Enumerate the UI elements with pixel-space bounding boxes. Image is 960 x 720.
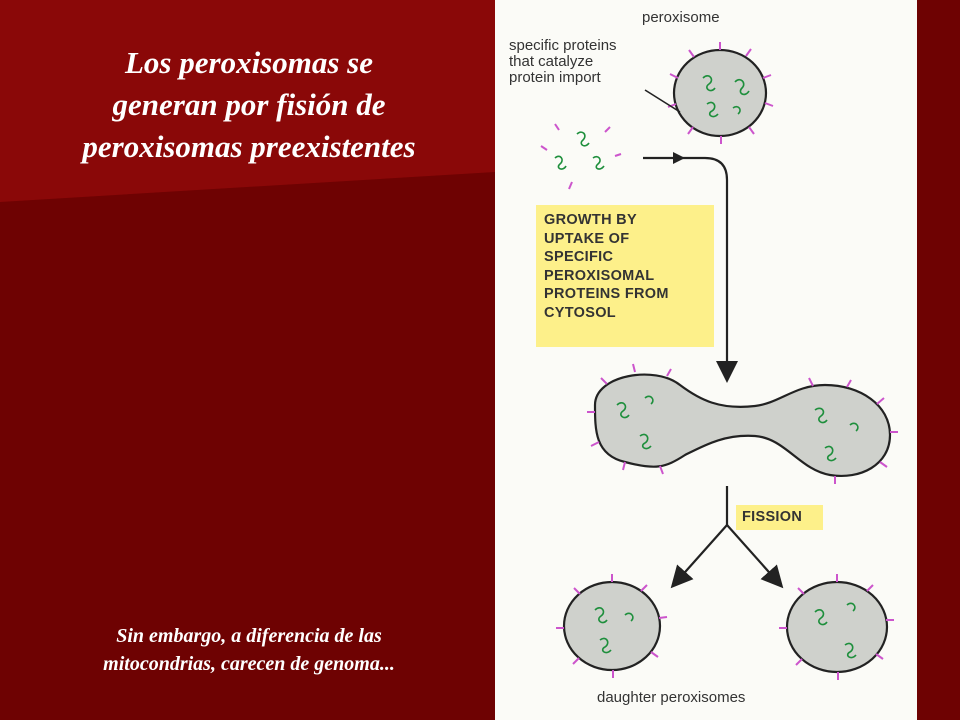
growth-callout: GROWTH BY UPTAKE OF SPECIFIC PEROXISOMAL… [536, 205, 714, 347]
footnote-line: Sin embargo, a diferencia de las [116, 625, 382, 647]
footnote-line: mitocondrias, carecen de genoma... [103, 653, 395, 675]
slide-footnote: Sin embargo, a diferencia de las mitocon… [20, 622, 478, 678]
import-proteins-label: specific proteins that catalyze protein … [509, 38, 617, 86]
growth-arrow [643, 156, 738, 383]
label-pointer [644, 89, 681, 113]
growth-callout-line: SPECIFIC [544, 249, 614, 265]
dividing-peroxisome [587, 363, 898, 484]
growth-callout-line: CYTOSOL [544, 304, 616, 321]
matrix-proteins [702, 75, 750, 118]
daughter-peroxisomes-label: daughter peroxisomes [597, 689, 746, 706]
peroxisome-fission-figure: peroxisome specific proteins that cataly… [495, 0, 917, 720]
parent-peroxisome [667, 42, 774, 144]
growth-callout-line: PROTEINS FROM [544, 286, 669, 302]
cytosolic-proteins [540, 123, 622, 190]
import-proteins-label-line: specific proteins [509, 37, 617, 54]
slide-title-line: generan por fisión de [112, 87, 386, 122]
daughter-peroxisome-right [779, 574, 894, 680]
membrane-protein-markers [587, 363, 898, 484]
growth-callout-line: GROWTH BY [544, 212, 637, 228]
figure-drawing [540, 42, 898, 680]
slide-title: Los peroxisomas se generan por fisión de… [20, 42, 478, 168]
uptake-arrowhead [673, 152, 685, 164]
matrix-proteins [616, 395, 859, 462]
daughter-peroxisome-left [556, 574, 668, 678]
peroxisome-label: peroxisome [642, 9, 720, 26]
slide-title-line: Los peroxisomas se [125, 45, 373, 80]
import-proteins-label-line: that catalyze [509, 53, 594, 70]
slide-title-line: peroxisomas preexistentes [82, 129, 416, 164]
growth-callout-line: PEROXISOMAL [544, 267, 655, 284]
fission-label: FISSION [742, 509, 803, 525]
import-proteins-label-line: protein import [509, 69, 601, 86]
fission-callout: FISSION [736, 505, 823, 530]
membrane-protein-markers [667, 42, 774, 144]
growth-callout-line: UPTAKE OF [544, 230, 630, 247]
fission-arrows [670, 486, 784, 589]
